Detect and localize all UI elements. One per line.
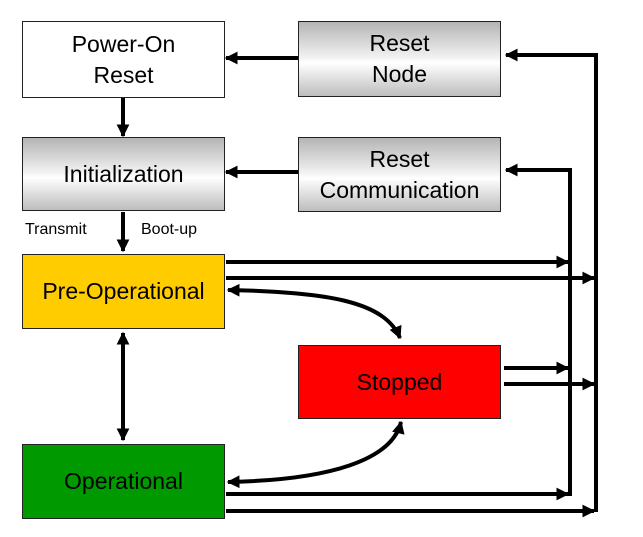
initialization-label: Initialization — [63, 160, 184, 187]
power-on-reset-line1: Power-On — [71, 30, 176, 57]
transmit-label: Transmit — [25, 221, 87, 238]
boot-up-label: Boot-up — [141, 221, 198, 238]
stopped-label: Stopped — [356, 368, 443, 395]
pre-operational-state: Pre-Operational — [22, 254, 225, 329]
reset-node-state: Reset Node — [298, 21, 501, 97]
reset-communication-line2: Communication — [319, 176, 480, 203]
stopped-state: Stopped — [298, 345, 501, 419]
operational-label: Operational — [64, 468, 183, 494]
arrow-operational-stopped — [226, 420, 405, 489]
power-on-reset-state: Power-On Reset — [22, 21, 225, 98]
pre-operational-label: Pre-Operational — [42, 278, 205, 304]
operational-state: Operational — [22, 444, 225, 519]
arrow-pre-operational-stopped — [226, 283, 402, 340]
initialization-state: Initialization — [22, 137, 225, 211]
reset-communication-line1: Reset — [369, 145, 430, 172]
reset-node-line1: Reset — [369, 30, 430, 56]
reset-communication-state: Reset Communication — [298, 137, 501, 212]
power-on-reset-line2: Reset — [93, 61, 154, 88]
reset-node-line2: Node — [372, 61, 427, 87]
